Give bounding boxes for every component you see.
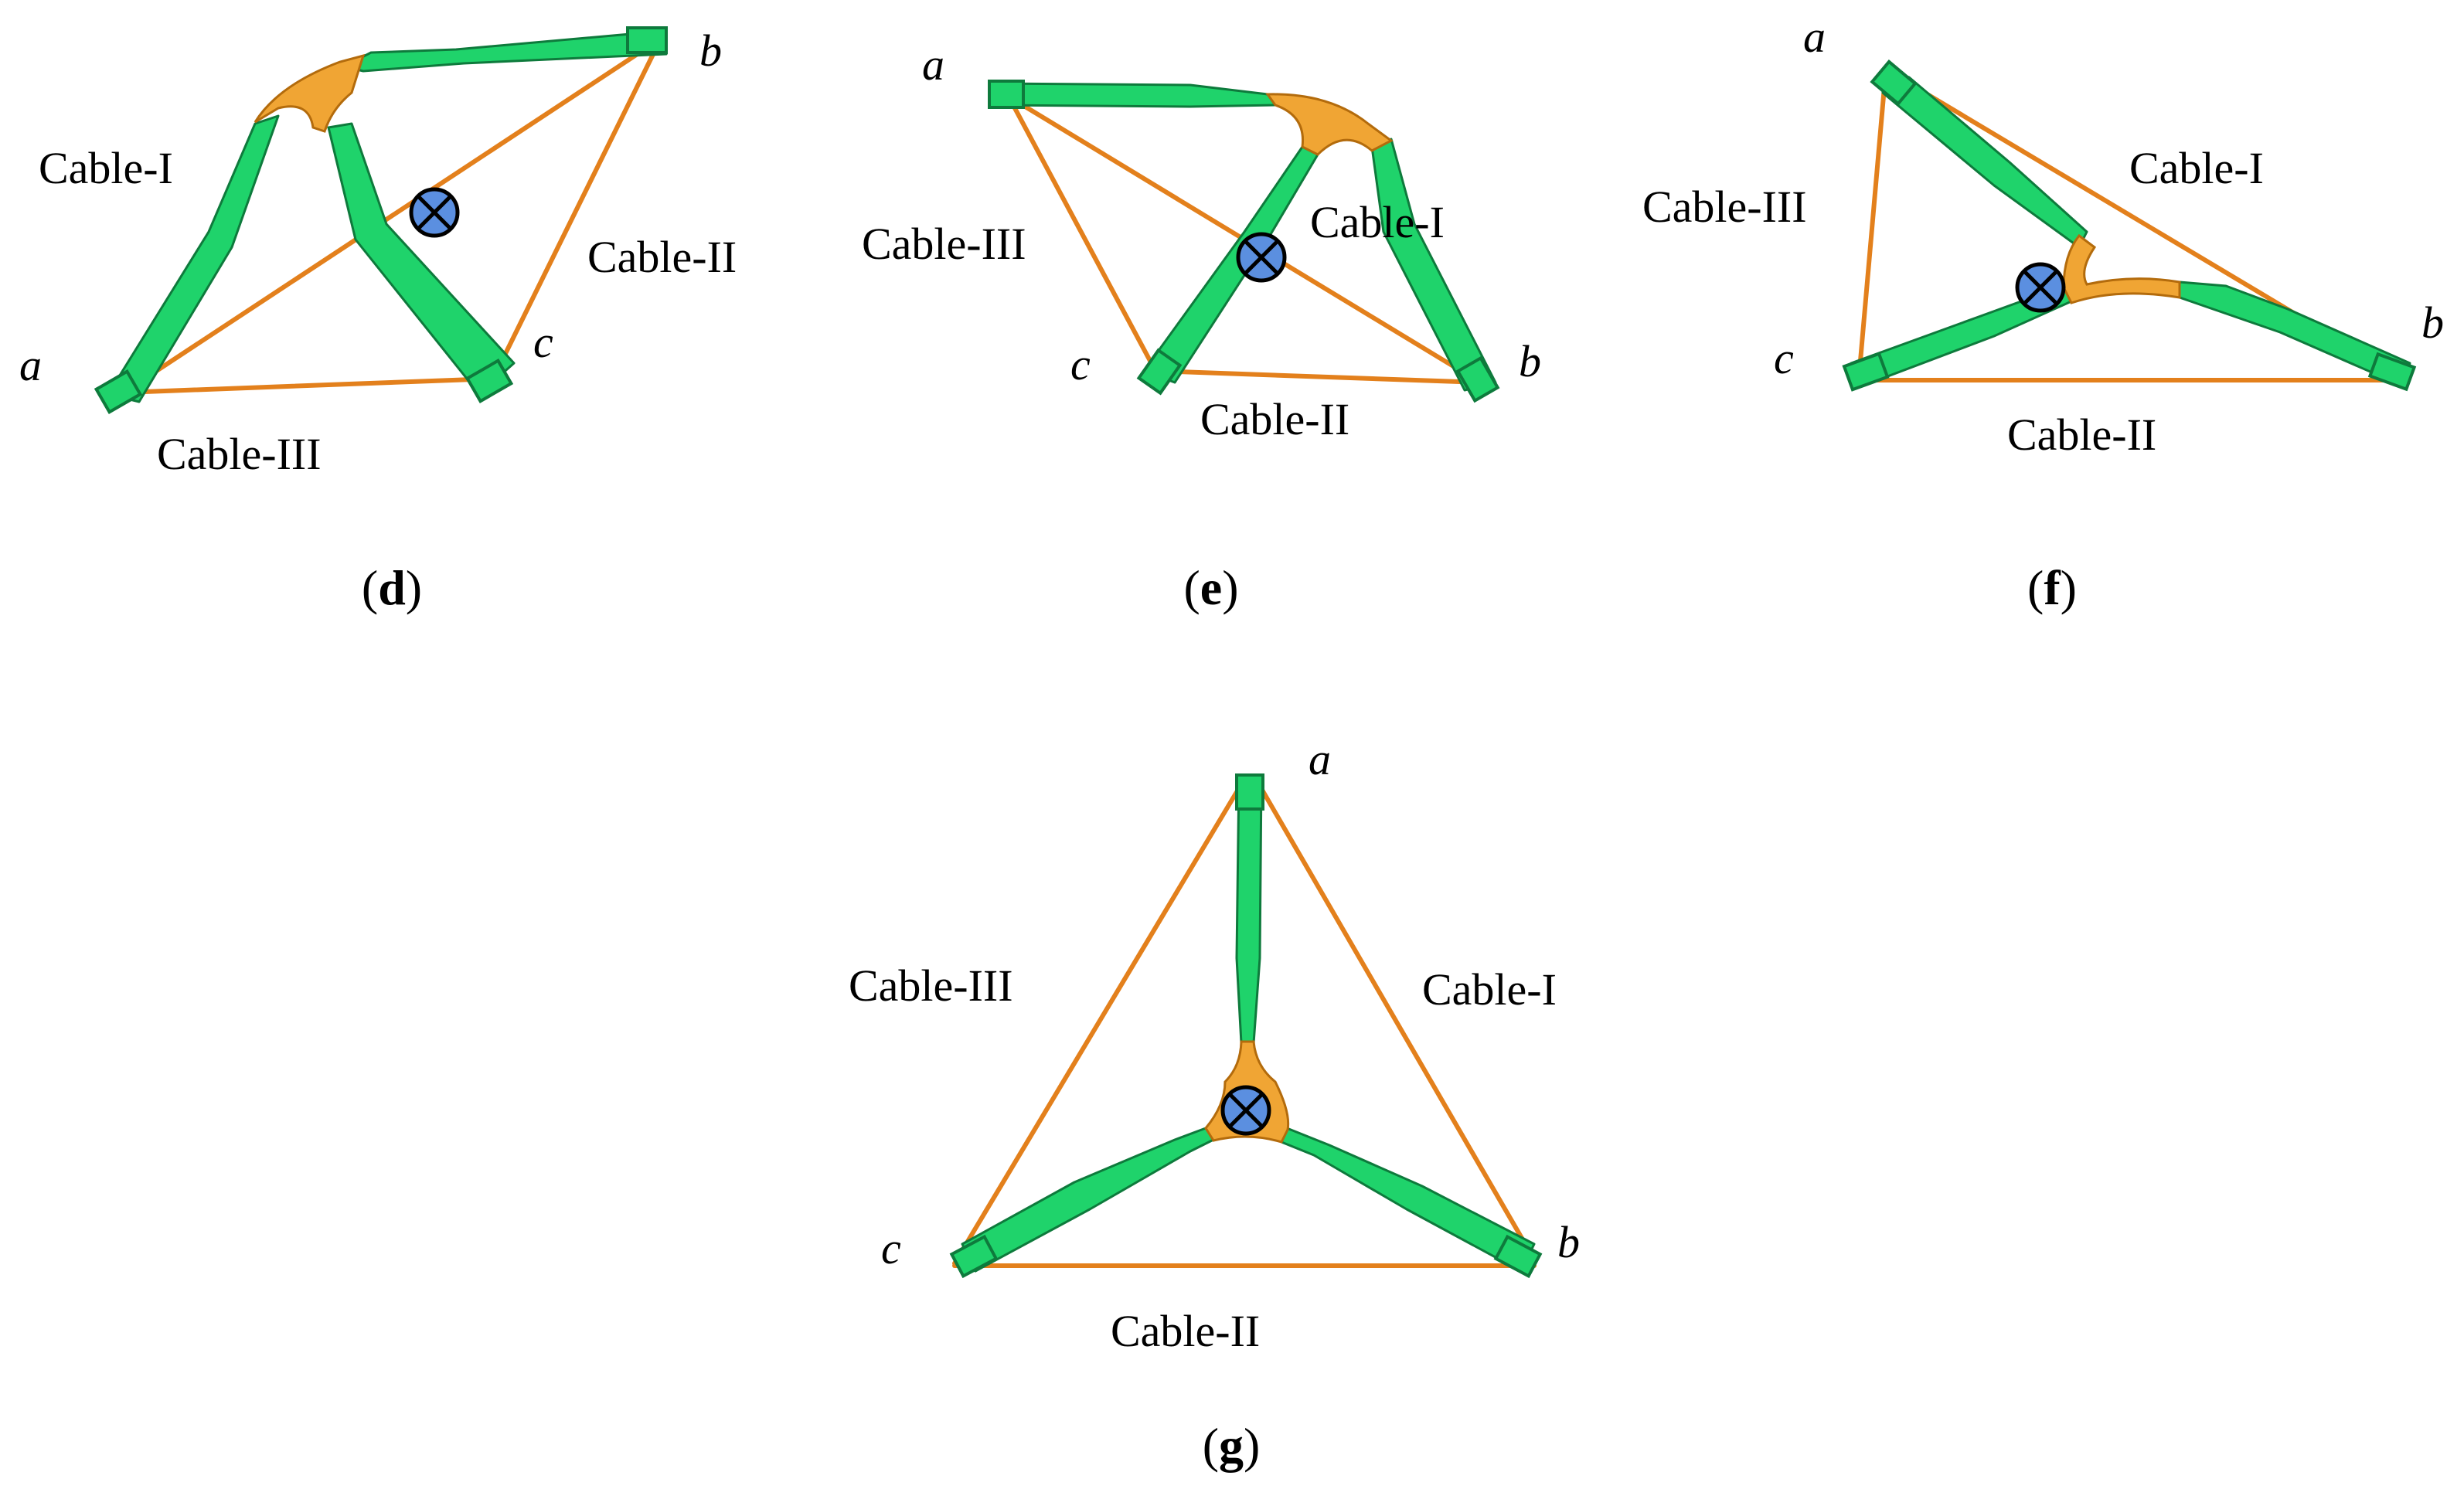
cable-label-g-III: Cable-III xyxy=(849,960,1013,1011)
vertex-label-f-c: c xyxy=(1774,333,1794,383)
joint-e xyxy=(1265,93,1394,156)
cable-label-f-II: Cable-II xyxy=(2007,410,2156,460)
center-marker-cross-stroke xyxy=(1229,1093,1263,1127)
end-cap-d-a xyxy=(94,369,143,414)
cable-line-e-c-b xyxy=(1153,369,1482,385)
end-cap-d-c xyxy=(465,359,514,403)
cable-label-f-I: Cable-I xyxy=(2129,143,2264,193)
center-marker-cross-stroke xyxy=(1244,240,1278,274)
caption-g: (g) xyxy=(1203,1418,1261,1473)
joint-f xyxy=(2062,233,2181,304)
cable-line-d-a-c xyxy=(121,376,495,395)
end-cap-f-a xyxy=(1870,59,1918,106)
mechanism-e xyxy=(988,80,1500,403)
caption-f: (f) xyxy=(2027,560,2077,615)
vertex-label-e-b: b xyxy=(1519,336,1541,386)
end-cap-f-b xyxy=(2367,352,2417,392)
cable-label-g-II: Cable-II xyxy=(1111,1306,1260,1356)
center-marker-f xyxy=(2015,262,2066,313)
panel-g: a b c Cable-I Cable-II Cable-III (g) xyxy=(849,734,1580,1473)
vertex-label-e-c: c xyxy=(1070,339,1091,389)
circled-times-icon xyxy=(1236,232,1287,283)
circled-times-icon xyxy=(409,187,460,238)
cable-line-d-c-b xyxy=(491,36,663,381)
end-cap-e-a xyxy=(988,80,1025,109)
mechanism-g xyxy=(949,773,1543,1279)
end-cap-f-c xyxy=(1842,352,1890,392)
cable-line-f-a-c xyxy=(1857,67,1888,381)
cable-line-e-a-c xyxy=(1006,94,1158,373)
vertex-label-g-c: c xyxy=(881,1223,901,1273)
arm-g-c xyxy=(961,1127,1215,1273)
cable-label-e-I: Cable-I xyxy=(1310,197,1445,247)
vertex-label-d-a: a xyxy=(19,340,42,390)
panel-e: a b c Cable-I Cable-II Cable-III (e) xyxy=(862,39,1541,615)
mechanism-d xyxy=(94,26,668,414)
cable-label-f-III: Cable-III xyxy=(1642,182,1807,232)
arm-d-a xyxy=(107,114,280,403)
center-marker-cross-stroke xyxy=(417,195,451,229)
cable-label-e-II: Cable-II xyxy=(1200,394,1349,444)
center-marker-cross-stroke xyxy=(2023,270,2057,304)
cable-lines-d xyxy=(121,35,663,395)
vertex-label-f-b: b xyxy=(2421,297,2444,348)
caption-e: (e) xyxy=(1183,560,1238,615)
center-marker-g xyxy=(1220,1085,1271,1136)
center-marker-e xyxy=(1236,232,1287,283)
panel-d: a b c Cable-I Cable-II Cable-III (d) xyxy=(19,25,737,615)
cable-label-d-III: Cable-III xyxy=(157,429,322,479)
panel-f: a b c Cable-I Cable-II Cable-III (f) xyxy=(1642,12,2444,615)
cable-lines-g xyxy=(952,774,1537,1268)
arm-e-c xyxy=(1142,145,1319,384)
arm-f-a xyxy=(1881,70,2088,249)
circled-times-icon xyxy=(2015,262,2066,313)
end-cap-g-b xyxy=(1493,1234,1543,1279)
arm-d-c xyxy=(327,122,516,396)
vertex-label-d-c: c xyxy=(533,317,553,367)
end-cap-e-c xyxy=(1136,348,1183,396)
cable-line-g-a-c xyxy=(952,774,1248,1266)
vertex-label-g-a: a xyxy=(1309,734,1331,784)
joint-d xyxy=(254,53,366,133)
vertex-label-g-b: b xyxy=(1557,1217,1580,1267)
vertex-label-e-a: a xyxy=(922,39,944,90)
cable-label-d-II: Cable-II xyxy=(587,232,737,282)
mechanism-f xyxy=(1842,59,2417,392)
cable-line-g-a-b xyxy=(1252,774,1537,1262)
vertex-label-f-a: a xyxy=(1803,12,1826,62)
circled-times-icon xyxy=(1220,1085,1271,1136)
center-marker-d xyxy=(409,187,460,238)
end-cap-g-c xyxy=(949,1234,999,1279)
cable-label-g-I: Cable-I xyxy=(1422,964,1557,1015)
cable-line-d-a-b xyxy=(121,36,663,395)
arm-e-a xyxy=(990,82,1277,108)
cable-label-d-I: Cable-I xyxy=(39,143,173,193)
caption-d: (d) xyxy=(362,560,422,615)
arm-g-a xyxy=(1235,775,1263,1045)
end-cap-e-b xyxy=(1455,355,1500,403)
cable-label-e-III: Cable-III xyxy=(862,219,1026,269)
end-cap-d-b xyxy=(626,26,668,54)
arm-g-b xyxy=(1280,1127,1536,1273)
end-cap-g-a xyxy=(1235,773,1264,811)
vertex-label-d-b: b xyxy=(699,25,722,76)
